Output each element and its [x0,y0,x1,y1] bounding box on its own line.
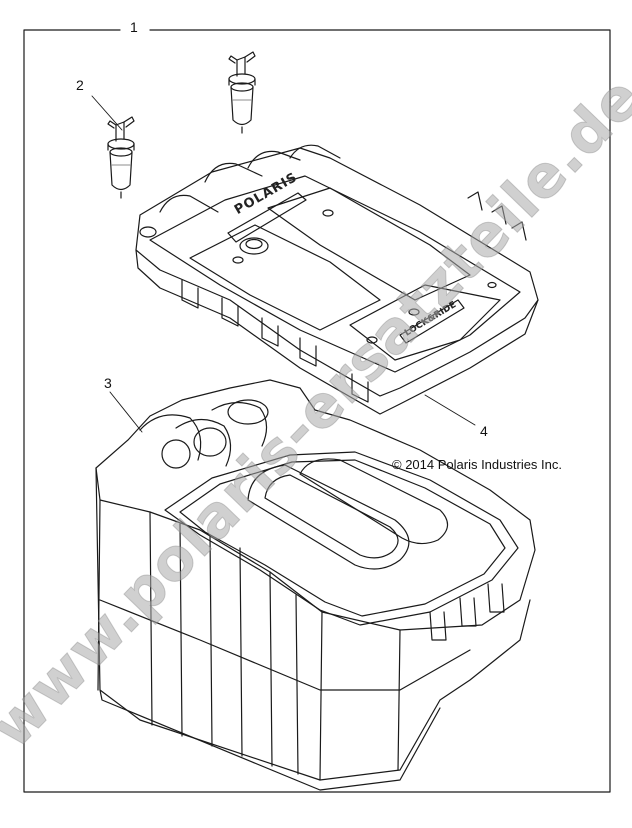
assembly-frame [23,29,611,793]
copyright-notice: © 2014 Polaris Industries Inc. [392,457,562,472]
callout-4: 4 [480,423,488,439]
callout-1: 1 [130,19,138,35]
leader-lines [91,95,476,433]
storage-box [95,379,536,791]
latch-pin-left [107,116,135,199]
latch-pin-right [228,51,256,134]
callout-3: 3 [104,375,112,391]
callout-2: 2 [76,77,84,93]
storage-lid [135,144,539,415]
